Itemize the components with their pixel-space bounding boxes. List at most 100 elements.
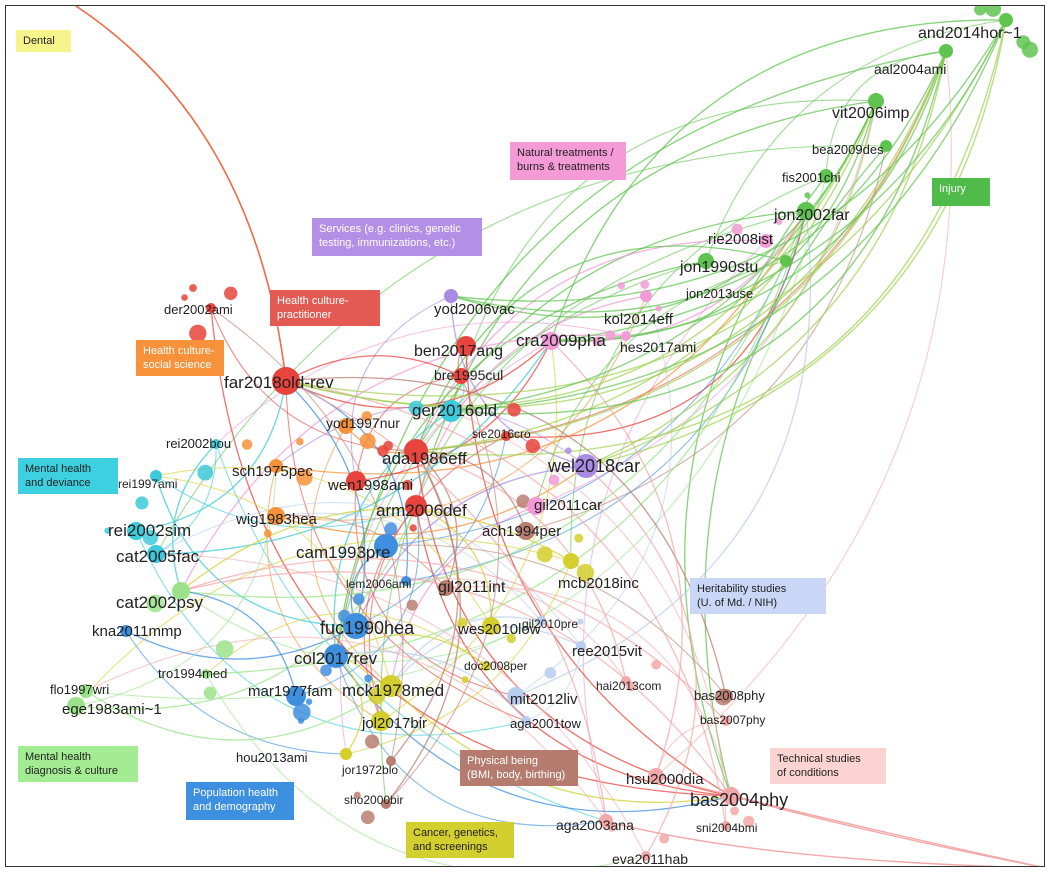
publication-node[interactable] bbox=[120, 625, 132, 637]
publication-node[interactable] bbox=[939, 44, 953, 58]
node-label: aga2003ana bbox=[556, 817, 634, 833]
publication-node[interactable] bbox=[527, 497, 545, 515]
publication-node[interactable] bbox=[721, 821, 731, 831]
publication-node[interactable] bbox=[338, 418, 354, 434]
citation-edge bbox=[705, 19, 1007, 262]
publication-node[interactable] bbox=[797, 202, 815, 220]
node-label: flo1997wri bbox=[50, 682, 109, 697]
publication-node[interactable] bbox=[521, 716, 531, 726]
citation-edge bbox=[266, 465, 382, 722]
publication-node[interactable] bbox=[719, 689, 733, 703]
cluster-label-injury: Injury bbox=[932, 178, 990, 206]
publication-node[interactable] bbox=[721, 716, 731, 726]
publication-node[interactable] bbox=[621, 676, 631, 686]
citation-edge bbox=[450, 50, 947, 313]
publication-node[interactable] bbox=[267, 507, 285, 525]
publication-node[interactable] bbox=[340, 748, 352, 760]
publication-node[interactable] bbox=[648, 768, 664, 784]
publication-node[interactable] bbox=[819, 169, 833, 183]
publication-node[interactable] bbox=[269, 459, 283, 473]
publication-node[interactable] bbox=[640, 290, 652, 302]
publication-node[interactable] bbox=[79, 684, 93, 698]
publication-node[interactable] bbox=[599, 814, 613, 828]
publication-node[interactable] bbox=[206, 303, 216, 313]
publication-node[interactable] bbox=[438, 580, 454, 596]
node-label: der2002ami bbox=[164, 302, 233, 317]
publication-node[interactable] bbox=[272, 367, 300, 395]
publication-node bbox=[457, 617, 468, 629]
node-label: bas2004phy bbox=[690, 790, 788, 810]
publication-node bbox=[651, 659, 661, 670]
publication-node[interactable] bbox=[374, 534, 398, 558]
publication-node[interactable] bbox=[453, 368, 469, 384]
publication-node[interactable] bbox=[780, 255, 792, 267]
publication-node bbox=[544, 667, 557, 679]
publication-node[interactable] bbox=[880, 140, 892, 152]
node-label: lem2006ami bbox=[346, 577, 411, 591]
publication-node[interactable] bbox=[517, 522, 535, 540]
publication-node[interactable] bbox=[150, 470, 162, 482]
publication-node[interactable] bbox=[481, 661, 491, 671]
publication-node bbox=[525, 438, 541, 454]
citation-edge bbox=[355, 465, 587, 627]
cluster-label-services: Services (e.g. clinics, genetic testing,… bbox=[312, 218, 482, 256]
citation-edge bbox=[180, 590, 297, 697]
node-label: sni2004bmi bbox=[696, 821, 757, 835]
publication-node[interactable] bbox=[147, 545, 165, 563]
publication-node[interactable] bbox=[172, 582, 190, 600]
citation-edge bbox=[180, 508, 572, 592]
node-label: wig1983hea bbox=[235, 511, 318, 528]
publication-node[interactable] bbox=[456, 336, 476, 356]
node-label: gil2011int bbox=[438, 579, 506, 596]
publication-node[interactable] bbox=[343, 613, 369, 639]
publication-node[interactable] bbox=[698, 253, 714, 269]
publication-node[interactable] bbox=[722, 787, 740, 805]
publication-node[interactable] bbox=[440, 400, 462, 422]
publication-node[interactable] bbox=[381, 799, 391, 809]
publication-node[interactable] bbox=[482, 617, 500, 635]
node-label: fis2001chi bbox=[782, 170, 841, 185]
publication-node[interactable] bbox=[324, 644, 348, 668]
citation-edge bbox=[155, 475, 392, 687]
publication-node[interactable] bbox=[211, 439, 221, 449]
publication-node bbox=[241, 439, 253, 450]
publication-node[interactable] bbox=[641, 851, 651, 861]
publication-node bbox=[574, 533, 584, 543]
citation-edge bbox=[355, 435, 507, 627]
publication-node[interactable] bbox=[999, 13, 1013, 27]
publication-node[interactable] bbox=[759, 234, 773, 248]
publication-node[interactable] bbox=[127, 522, 145, 540]
citation-edge bbox=[335, 655, 732, 813]
publication-node[interactable] bbox=[563, 553, 579, 569]
publication-node[interactable] bbox=[868, 93, 884, 109]
publication-node[interactable] bbox=[404, 439, 428, 463]
publication-node[interactable] bbox=[201, 669, 211, 679]
publication-node[interactable] bbox=[380, 675, 402, 697]
citation-edge bbox=[285, 380, 727, 827]
citation-edge bbox=[380, 340, 557, 722]
publication-node[interactable] bbox=[371, 711, 391, 731]
publication-node[interactable] bbox=[386, 756, 396, 766]
publication-node[interactable] bbox=[405, 495, 427, 517]
publication-node[interactable] bbox=[574, 454, 598, 478]
citation-edge bbox=[390, 626, 582, 687]
publication-node[interactable] bbox=[444, 289, 458, 303]
citation-edge bbox=[385, 450, 462, 805]
publication-node bbox=[361, 810, 375, 825]
node-label: rei2002sim bbox=[108, 521, 191, 540]
publication-node[interactable] bbox=[542, 332, 560, 350]
publication-node[interactable] bbox=[621, 331, 631, 341]
node-label: cam1993pre bbox=[296, 543, 391, 562]
publication-node bbox=[775, 218, 783, 226]
node-label: cra2009pha bbox=[516, 331, 606, 350]
publication-node[interactable] bbox=[507, 687, 525, 705]
citation-edge bbox=[385, 260, 787, 547]
publication-node[interactable] bbox=[501, 431, 511, 441]
publication-node[interactable] bbox=[286, 686, 306, 706]
publication-node[interactable] bbox=[576, 641, 586, 651]
publication-node[interactable] bbox=[67, 697, 85, 715]
publication-node[interactable] bbox=[401, 576, 411, 586]
publication-node[interactable] bbox=[536, 616, 546, 626]
publication-node[interactable] bbox=[346, 471, 366, 491]
citation-edge bbox=[155, 340, 552, 555]
